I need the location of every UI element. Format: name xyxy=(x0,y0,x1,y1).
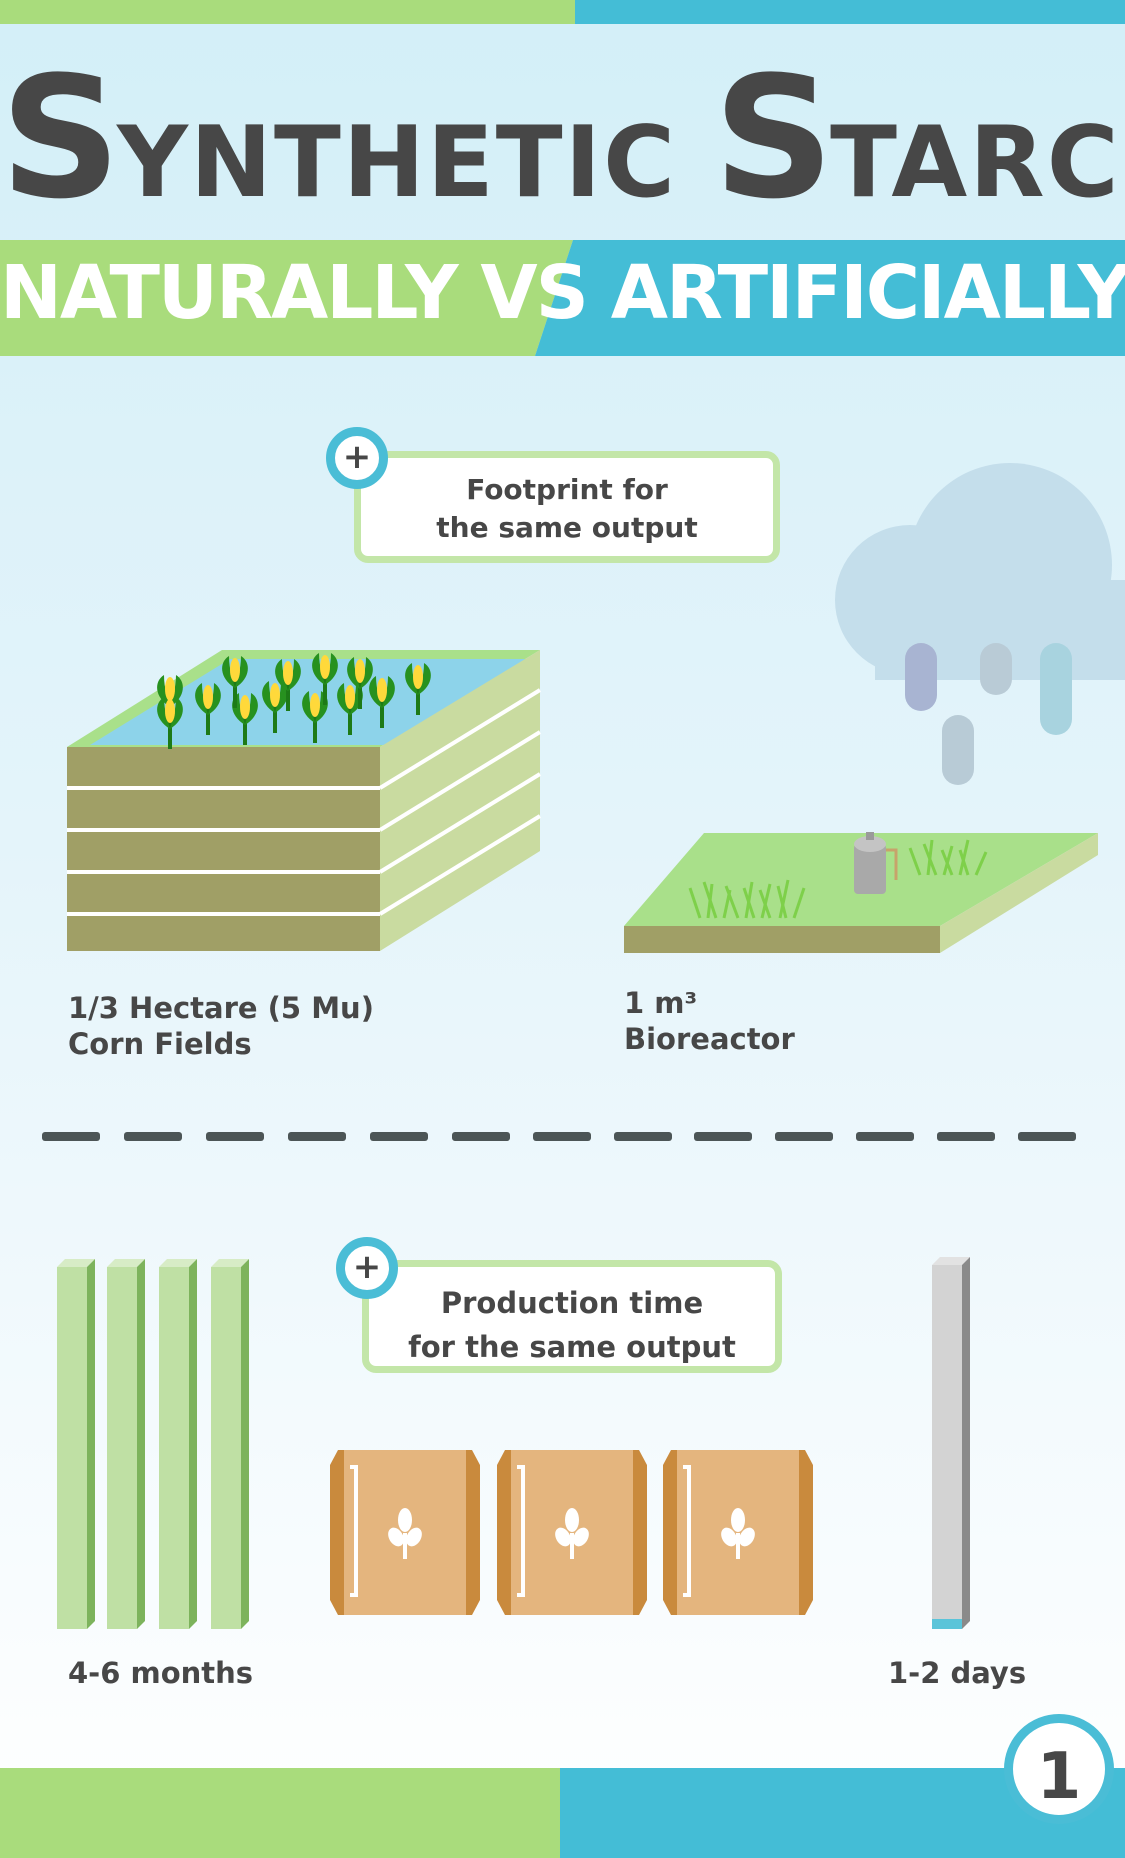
months-bars-illustration xyxy=(57,1259,249,1629)
divider-dash xyxy=(614,1132,672,1141)
divider-dash xyxy=(124,1132,182,1141)
corn-field-label-line2: Corn Fields xyxy=(68,1027,252,1061)
title-word-starch: TARCH xyxy=(830,106,1125,220)
bioreactor-label: 1 m³ Bioreactor xyxy=(624,985,795,1057)
footprint-callout-line2: the same output xyxy=(436,511,698,544)
corn-field-illustration xyxy=(67,650,542,951)
bioreactor-illustration xyxy=(624,832,1098,953)
production-callout-line1: Production time xyxy=(440,1286,704,1320)
plus-icon: + xyxy=(336,1237,398,1299)
days-label: 1-2 days xyxy=(888,1656,1027,1690)
divider-dash xyxy=(856,1132,914,1141)
page-title: SYNTHETIC STARCH xyxy=(0,40,1125,236)
plus-icon: + xyxy=(326,427,388,489)
title-initial-s2: S xyxy=(713,40,834,236)
production-time-callout: Production time for the same output xyxy=(362,1260,782,1373)
corn-field-label: 1/3 Hectare (5 Mu) Corn Fields xyxy=(68,990,374,1062)
divider-dash xyxy=(1018,1132,1076,1141)
subtitle-band xyxy=(0,240,1125,356)
months-label: 4-6 months xyxy=(68,1656,254,1690)
starch-sacks-illustration xyxy=(330,1450,813,1615)
divider-dash xyxy=(937,1132,995,1141)
top-bar-blue xyxy=(575,0,1125,24)
corn-field-label-line1: 1/3 Hectare (5 Mu) xyxy=(68,991,374,1025)
subtitle: NATURALLY VS ARTIFICIALLY xyxy=(0,250,1125,336)
page-number-badge: 1 xyxy=(1004,1714,1114,1824)
divider-dash xyxy=(452,1132,510,1141)
divider-dash xyxy=(533,1132,591,1141)
top-bar-green xyxy=(0,0,575,24)
divider-dash xyxy=(288,1132,346,1141)
divider-dash xyxy=(370,1132,428,1141)
bottom-bar-green xyxy=(0,1768,560,1858)
divider-dash xyxy=(775,1132,833,1141)
footprint-callout-line1: Footprint for xyxy=(466,473,668,506)
production-callout-line2: for the same output xyxy=(408,1330,736,1364)
bioreactor-label-line2: Bioreactor xyxy=(624,1022,795,1056)
cloud-rain-icon xyxy=(835,463,1125,785)
title-word-synthetic: YNTHETIC xyxy=(117,106,714,220)
footprint-callout: Footprint for the same output xyxy=(354,451,780,563)
days-bar-illustration xyxy=(932,1257,970,1629)
title-initial-s: S xyxy=(0,40,121,236)
divider-dash xyxy=(206,1132,264,1141)
bioreactor-label-line1: 1 m³ xyxy=(624,986,698,1020)
divider-dash xyxy=(694,1132,752,1141)
divider-dash xyxy=(42,1132,100,1141)
